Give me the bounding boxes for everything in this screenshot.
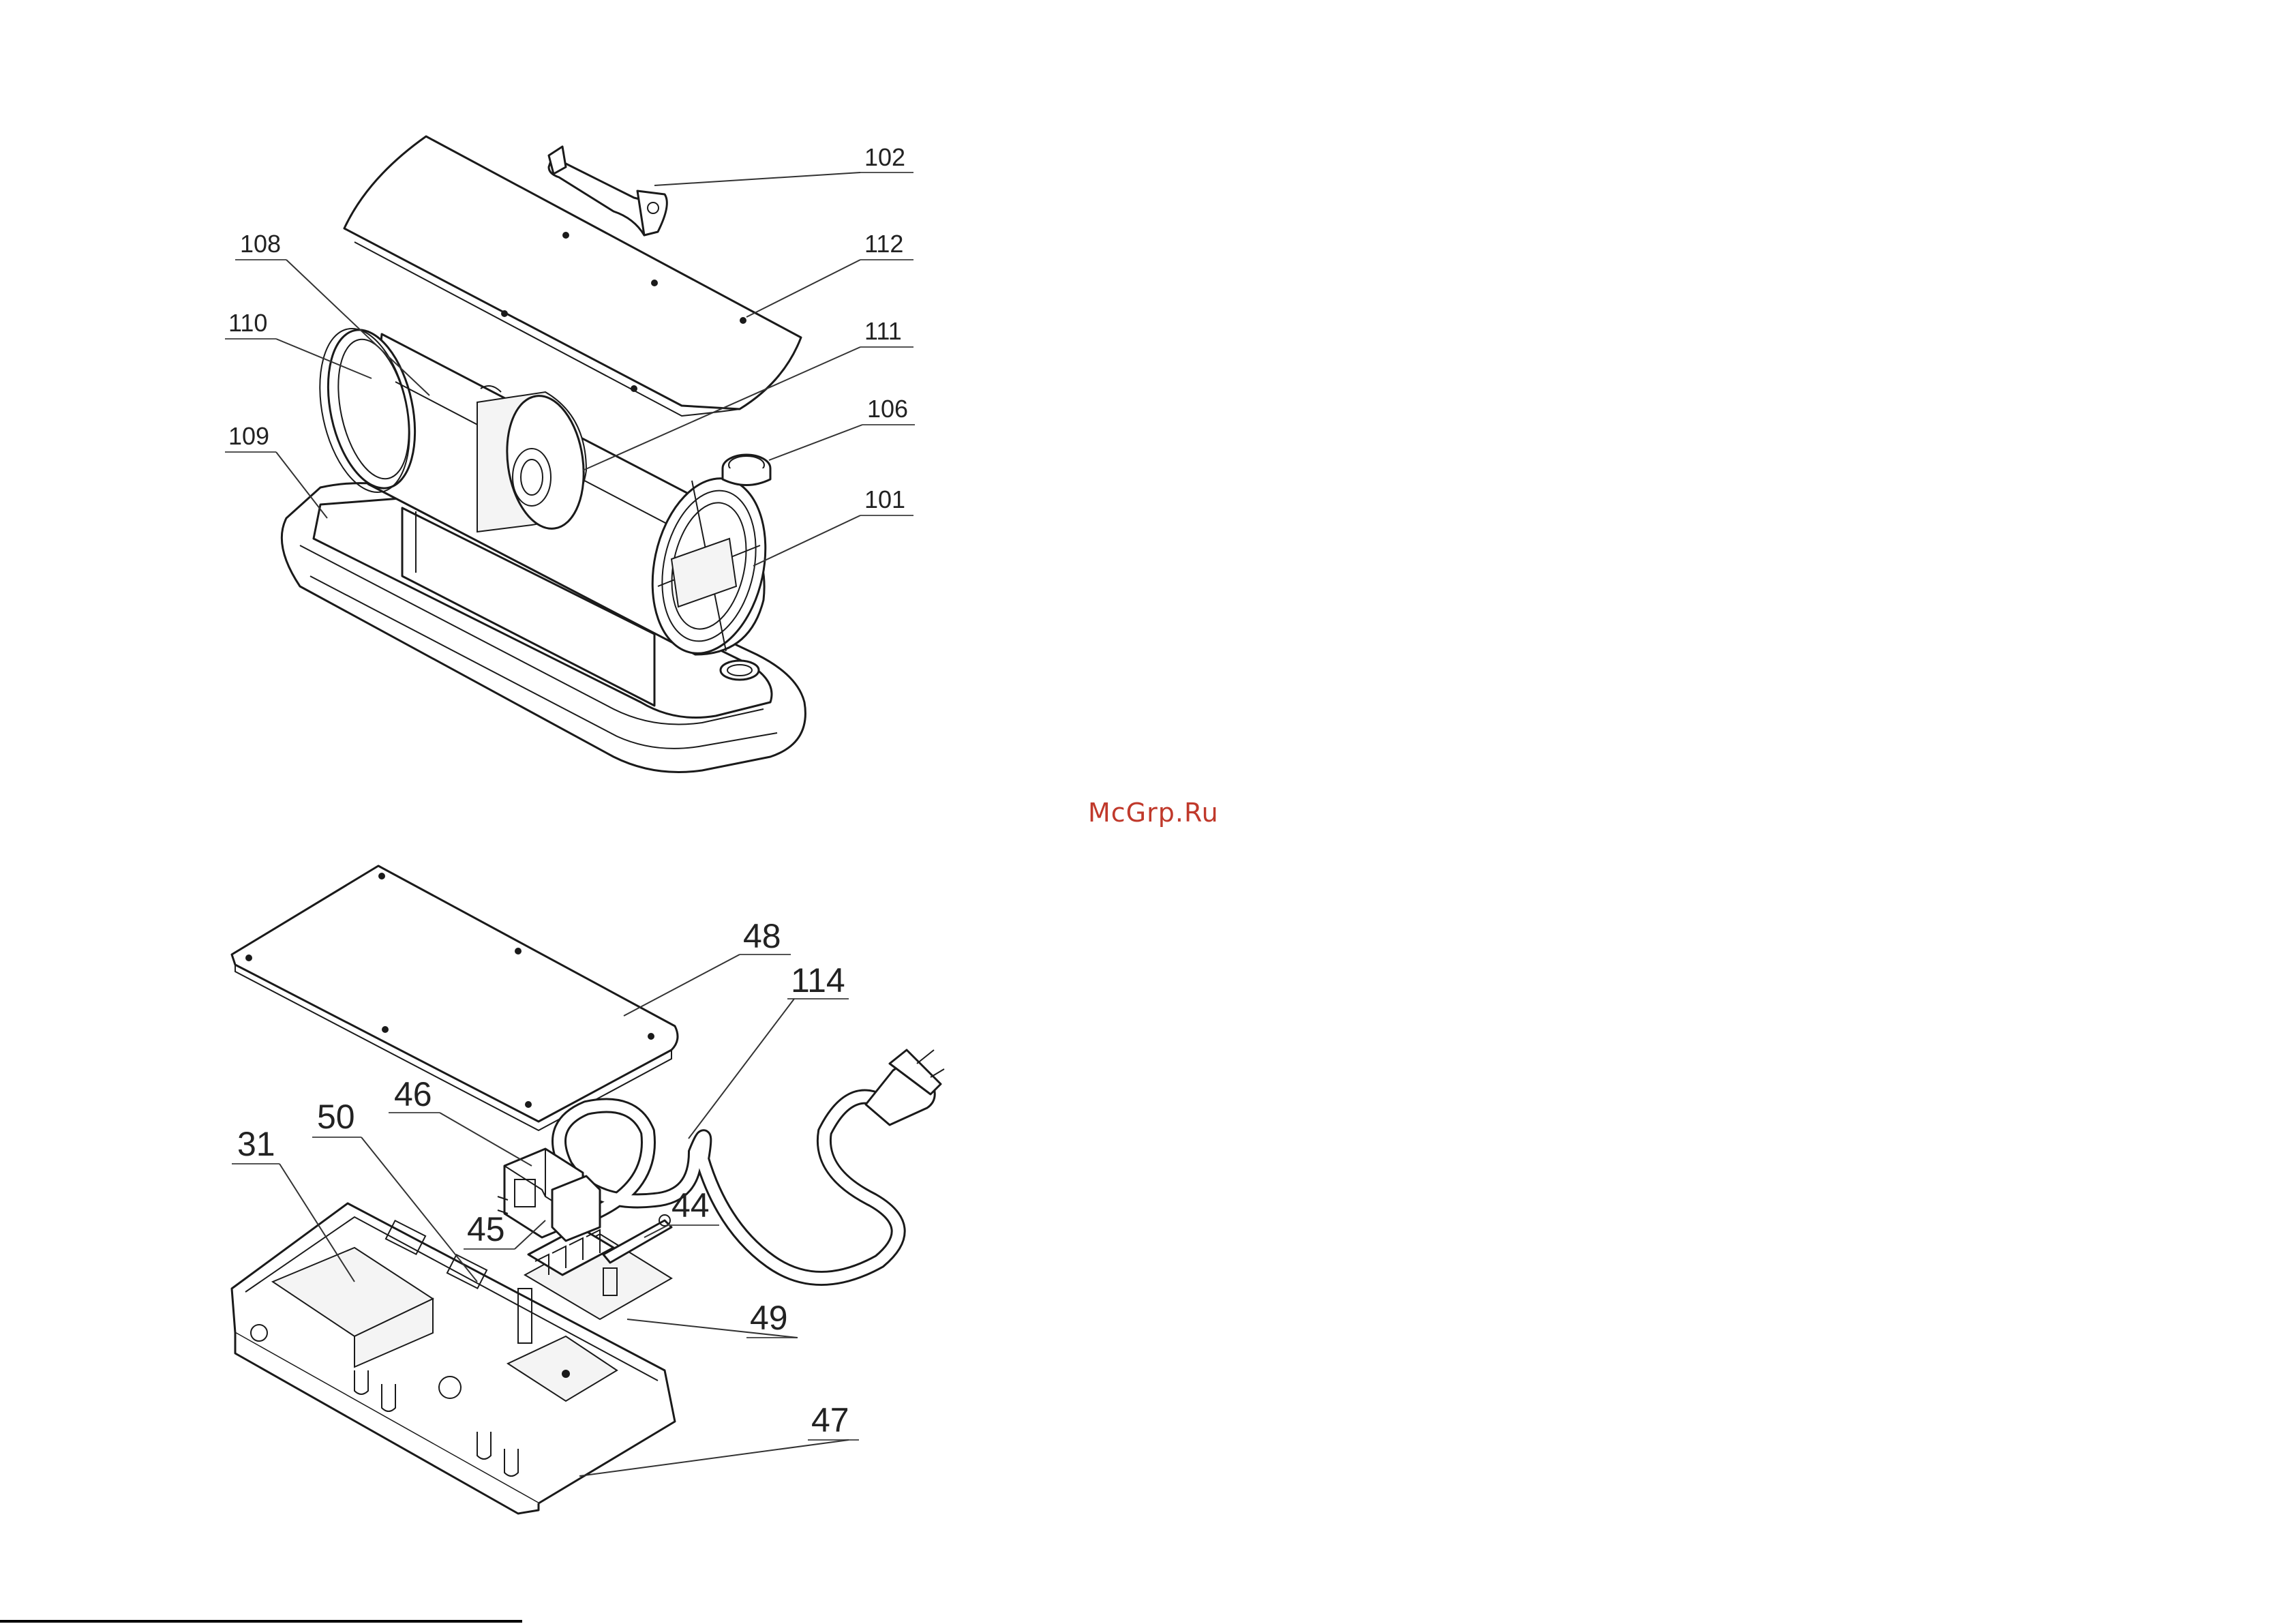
upper-assembly: 102 112 108 110 111 106 [225, 136, 915, 772]
label-49: 49 [750, 1299, 788, 1337]
callout-48: 48 [624, 917, 791, 1016]
cover-plate-drawing [232, 866, 678, 1130]
label-114: 114 [791, 961, 845, 999]
label-108: 108 [240, 230, 281, 258]
label-111: 111 [864, 317, 902, 345]
label-101: 101 [864, 485, 905, 513]
label-46: 46 [394, 1075, 432, 1113]
label-110: 110 [228, 309, 267, 337]
label-44: 44 [671, 1186, 710, 1224]
label-48: 48 [743, 917, 781, 955]
label-109: 109 [228, 422, 269, 450]
label-112: 112 [864, 230, 903, 258]
callout-106: 106 [769, 395, 915, 460]
callout-112: 112 [746, 230, 913, 317]
fan-motor-drawing [477, 386, 592, 534]
callout-101: 101 [753, 485, 913, 566]
fuel-cap-drawing [723, 455, 770, 485]
label-31: 31 [237, 1125, 275, 1163]
label-47: 47 [811, 1401, 849, 1439]
callout-114: 114 [689, 961, 849, 1139]
label-102: 102 [864, 143, 905, 171]
bottom-rule [0, 1620, 522, 1623]
label-50: 50 [317, 1098, 355, 1136]
switch-socket-drawing [498, 1149, 600, 1241]
watermark-text: McGrp.Ru [1088, 798, 1219, 828]
callout-102: 102 [654, 143, 913, 185]
callout-49: 49 [627, 1299, 798, 1338]
label-106: 106 [867, 395, 908, 423]
lower-assembly: 48 114 46 50 31 45 4 [232, 866, 944, 1514]
label-45: 45 [467, 1210, 505, 1248]
